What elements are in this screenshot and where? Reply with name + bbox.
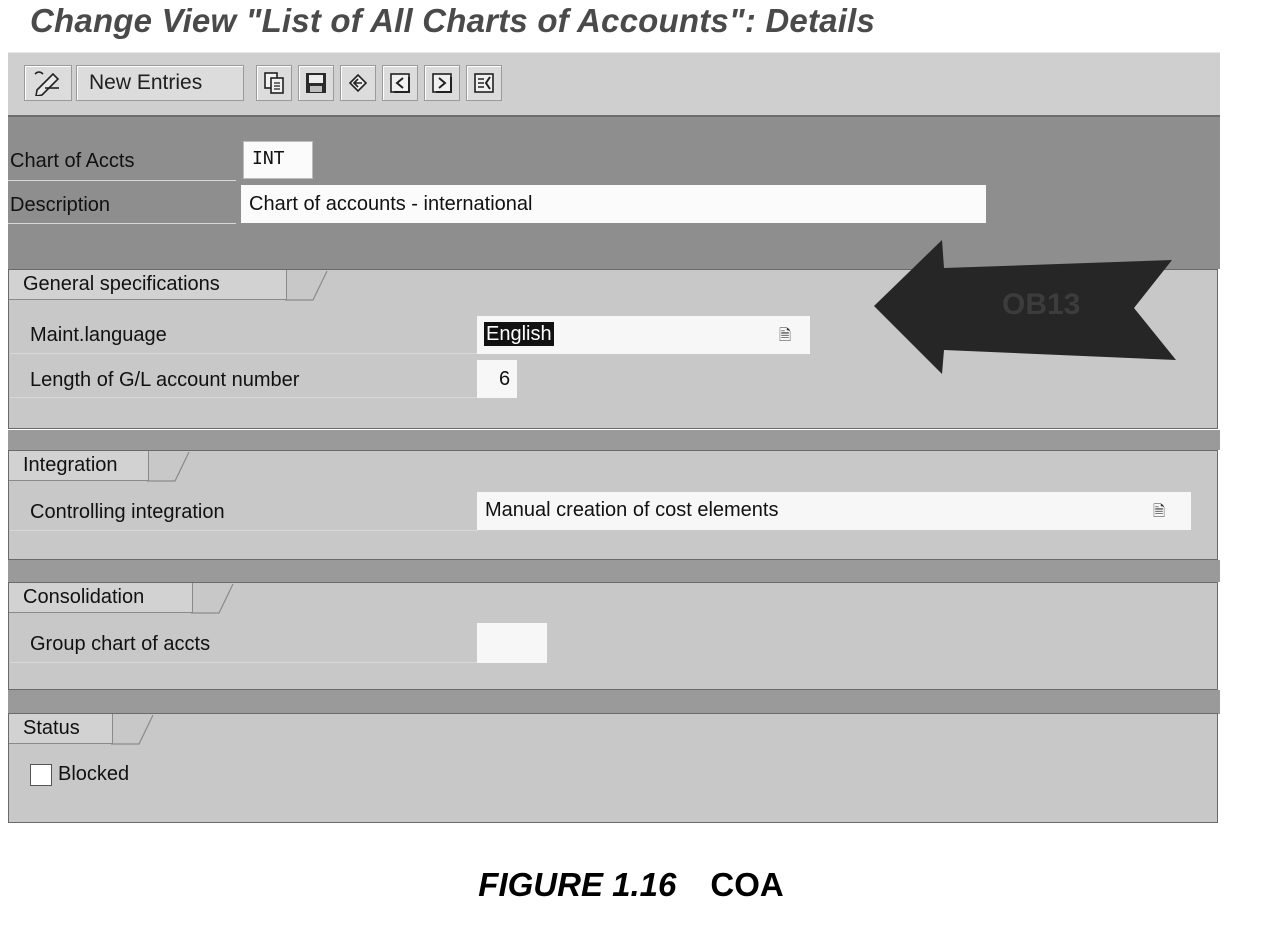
maint-language-field[interactable]: English 🗎 bbox=[477, 316, 810, 354]
group-chart-underline bbox=[10, 662, 478, 663]
consolidation-tab-slant bbox=[191, 583, 234, 614]
copy-as-button[interactable] bbox=[256, 65, 292, 101]
general-specifications-tab: General specifications bbox=[9, 270, 287, 300]
status-tab: Status bbox=[9, 714, 113, 744]
other-entry-button[interactable] bbox=[466, 65, 502, 101]
description-underline bbox=[8, 223, 236, 224]
integration-tab-slant bbox=[147, 451, 190, 482]
controlling-underline bbox=[10, 530, 478, 531]
consolidation-tab: Consolidation bbox=[9, 583, 193, 613]
value-help-icon[interactable]: 🗎 bbox=[779, 326, 792, 344]
value-help-icon[interactable]: 🗎 bbox=[1153, 502, 1166, 520]
chart-of-accts-field[interactable]: INT bbox=[243, 141, 313, 179]
group-status: Status bbox=[8, 713, 1218, 823]
ob13-arrow-callout bbox=[874, 240, 1176, 374]
maint-language-underline bbox=[10, 353, 478, 354]
general-specifications-title: General specifications bbox=[23, 273, 220, 295]
new-entries-button[interactable]: New Entries bbox=[76, 65, 244, 101]
separator bbox=[8, 690, 1220, 714]
figure-caption: FIGURE 1.16 COA bbox=[0, 866, 1262, 904]
controlling-integration-value: Manual creation of cost elements bbox=[485, 499, 779, 521]
consolidation-title: Consolidation bbox=[23, 586, 145, 608]
group-consolidation: Consolidation bbox=[8, 582, 1218, 690]
controlling-integration-label: Controlling integration bbox=[30, 501, 225, 523]
integration-tab: Integration bbox=[9, 451, 149, 481]
previous-entry-button[interactable] bbox=[382, 65, 418, 101]
undo-change-button[interactable] bbox=[340, 65, 376, 101]
ob13-label: OB13 bbox=[1002, 288, 1081, 321]
figure-number: FIGURE 1.16 bbox=[478, 866, 677, 903]
blocked-label: Blocked bbox=[58, 763, 130, 785]
chart-of-accts-label: Chart of Accts bbox=[10, 150, 135, 172]
integration-title: Integration bbox=[23, 454, 118, 476]
next-entry-button[interactable] bbox=[424, 65, 460, 101]
gl-length-field[interactable]: 6 bbox=[477, 360, 517, 398]
general-tab-slant bbox=[285, 270, 328, 301]
status-title: Status bbox=[23, 717, 80, 739]
description-label: Description bbox=[10, 194, 111, 216]
save-button[interactable] bbox=[298, 65, 334, 101]
group-chart-field[interactable] bbox=[477, 623, 547, 663]
controlling-integration-field[interactable]: Manual creation of cost elements 🗎 bbox=[477, 492, 1191, 530]
blocked-checkbox[interactable] bbox=[30, 764, 52, 786]
description-field[interactable]: Chart of accounts - international bbox=[241, 185, 986, 223]
application-toolbar: New Entries bbox=[8, 52, 1220, 118]
gl-length-underline bbox=[10, 397, 478, 398]
gl-length-label: Length of G/L account number bbox=[30, 369, 300, 391]
chart-of-accts-underline bbox=[8, 180, 236, 181]
figure-label: COA bbox=[710, 866, 784, 903]
page-title: Change View "List of All Charts of Accou… bbox=[30, 2, 875, 39]
maint-language-value: English bbox=[484, 322, 554, 346]
display-change-button[interactable] bbox=[24, 65, 72, 101]
separator bbox=[8, 560, 1220, 582]
maint-language-label: Maint.language bbox=[30, 324, 167, 346]
status-tab-slant bbox=[111, 714, 154, 745]
group-chart-label: Group chart of accts bbox=[30, 633, 211, 655]
new-entries-label: New Entries bbox=[89, 71, 203, 94]
separator bbox=[8, 430, 1220, 450]
